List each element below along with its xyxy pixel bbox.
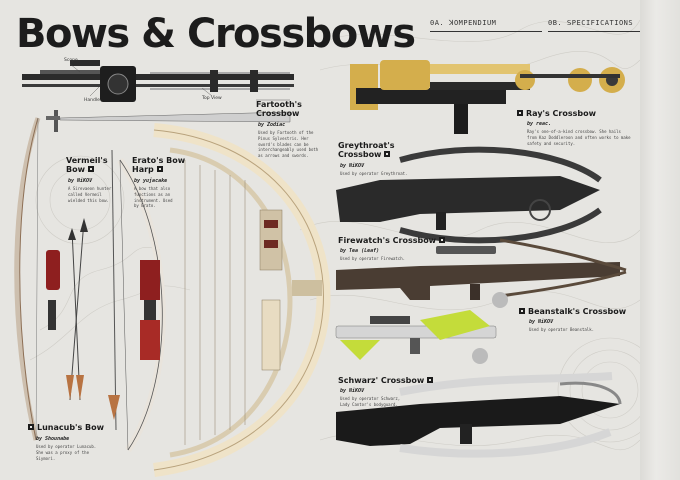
external-link-icon <box>28 424 34 430</box>
firewatch-description: Used by operator Firewatch. <box>340 256 406 261</box>
scope-label: Scope <box>64 58 78 63</box>
page-fold <box>640 0 680 480</box>
top-view-label: Top View <box>202 96 222 101</box>
vermeil-author: by NiKOV <box>68 178 93 184</box>
lunacub-name: Lunacub's Bow <box>28 423 104 433</box>
erato-bow-harp-illustration <box>108 123 331 477</box>
lunacub-author: by Shounabe <box>36 436 70 442</box>
section-b-header: 0B. ꓢPECIFICATIONS <box>548 19 634 27</box>
beanstalk-crossbow-illustration <box>335 292 508 364</box>
fartooth-crossbow-illustration <box>22 60 294 132</box>
external-link-icon <box>439 237 446 243</box>
beanstalk-name: Beanstalk's Crossbow <box>519 307 626 317</box>
external-link-icon <box>87 165 94 172</box>
beanstalk-author: by NiKOV <box>529 319 554 325</box>
section-a-underline <box>430 31 542 32</box>
handle-label: Handle <box>84 98 100 103</box>
external-link-icon <box>517 110 523 116</box>
schwarz-description: Used by operator Schwarz,Lady Cantor's b… <box>340 396 401 407</box>
greythroat-crossbow-illustration <box>336 146 602 244</box>
page-title: Bows & Crossbows <box>16 11 416 57</box>
schwarz-name: Schwarz' Crossbow <box>338 376 434 386</box>
firewatch-author: by Tea (Leaf) <box>340 248 380 254</box>
erato-author: by yujacake <box>134 178 168 184</box>
firewatch-name: Firewatch's Crossbow <box>338 236 446 246</box>
vermeil-bow-illustration <box>14 117 88 441</box>
external-link-icon <box>519 308 525 314</box>
section-a-header: 0A. ꓘOMPENDIUM <box>430 19 497 27</box>
beanstalk-description: Used by operator Beanstalk. <box>529 327 595 332</box>
greythroat-author: by NiKOV <box>340 163 365 169</box>
firewatch-crossbow-illustration <box>336 238 627 300</box>
lunacub-description: Used by operator Lunacub.She was a proxy… <box>36 444 97 461</box>
schwarz-author: by NiKOV <box>340 388 365 394</box>
external-link-icon <box>156 165 163 172</box>
fartooth-author: by Zodiac <box>258 122 286 128</box>
external-link-icon <box>427 377 434 383</box>
ray-name: Ray's Crossbow <box>517 109 596 119</box>
ray-crossbow-illustration <box>350 60 625 134</box>
schwarz-crossbow-illustration <box>336 372 622 458</box>
greythroat-description: Used by operator Greythroat. <box>340 171 408 176</box>
external-link-icon <box>384 150 391 157</box>
section-b-underline <box>548 31 640 32</box>
ray-author: by reac. <box>527 121 552 127</box>
